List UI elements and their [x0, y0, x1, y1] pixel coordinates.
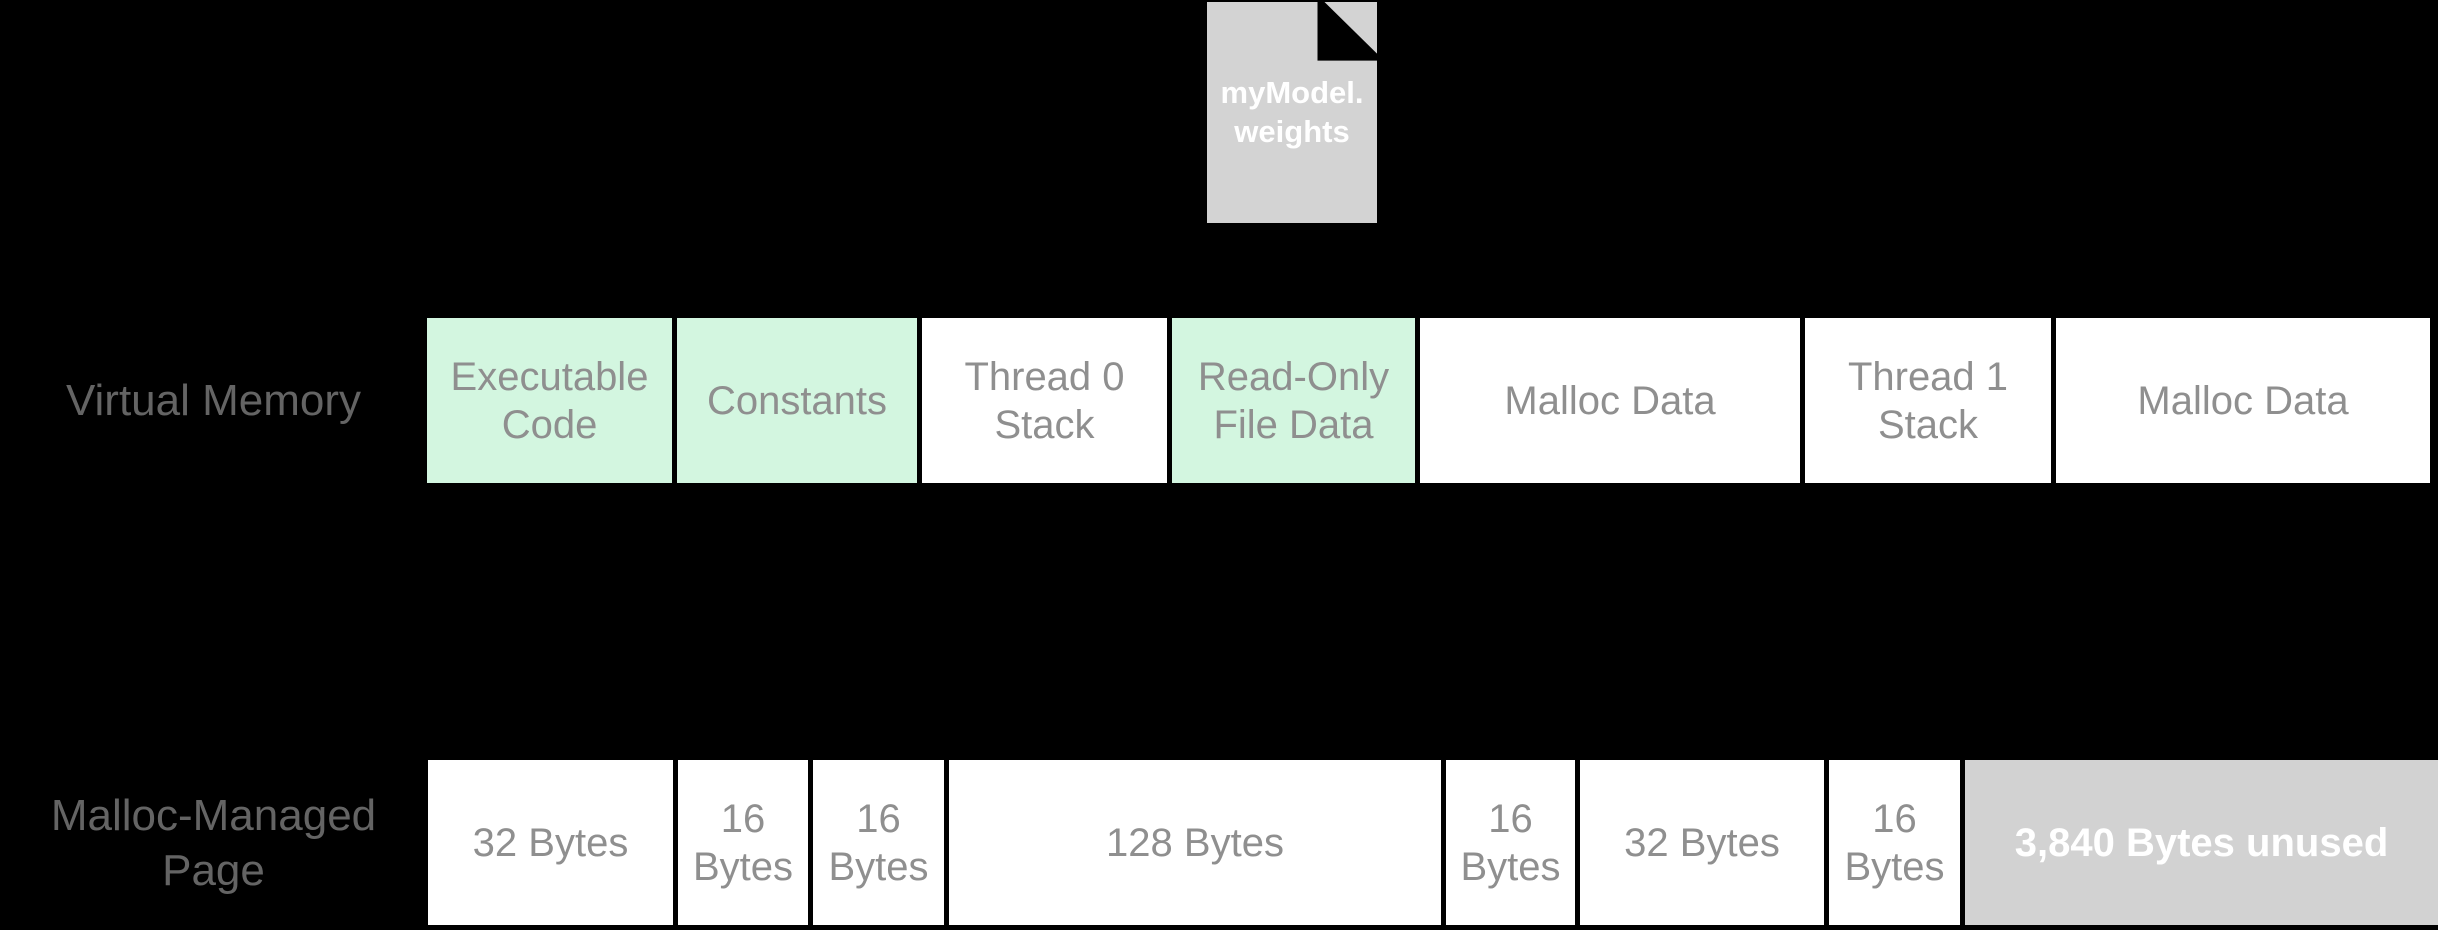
malloc-page-row-label: Malloc-Managed Page [50, 790, 377, 895]
vm-segment-readonly-file-data: Read-Only File Data [1172, 318, 1415, 483]
mm-segment-16-bytes-2: 16 Bytes [813, 760, 944, 925]
vm-segment-thread0-stack: Thread 0 Stack [922, 318, 1167, 483]
vm-segment-malloc-data-2: Malloc Data [2056, 318, 2430, 483]
mm-segment-unused-bytes: 3,840 Bytes unused [1965, 760, 2438, 925]
vm-segment-constants: Constants [677, 318, 917, 483]
mm-segment-16-bytes-1: 16 Bytes [678, 760, 808, 925]
vm-segment-malloc-data-1: Malloc Data [1420, 318, 1800, 483]
vm-segment-executable-code: Executable Code [427, 318, 672, 483]
malloc-page-row: 32 Bytes 16 Bytes 16 Bytes 128 Bytes 16 … [428, 760, 2438, 925]
vm-segment-thread1-stack: Thread 1 Stack [1805, 318, 2051, 483]
file-icon-folded-corner [1324, 2, 1377, 54]
virtual-memory-row: Executable Code Constants Thread 0 Stack… [427, 318, 2430, 483]
file-icon: myModel. weights [1207, 2, 1377, 223]
mm-segment-32-bytes-2: 32 Bytes [1580, 760, 1824, 925]
mm-segment-128-bytes: 128 Bytes [949, 760, 1441, 925]
mm-segment-32-bytes-1: 32 Bytes [428, 760, 673, 925]
virtual-memory-row-label: Virtual Memory [65, 376, 362, 425]
mm-segment-16-bytes-3: 16 Bytes [1446, 760, 1575, 925]
mm-segment-16-bytes-4: 16 Bytes [1829, 760, 1960, 925]
file-name-label: myModel. weights [1220, 75, 1364, 149]
